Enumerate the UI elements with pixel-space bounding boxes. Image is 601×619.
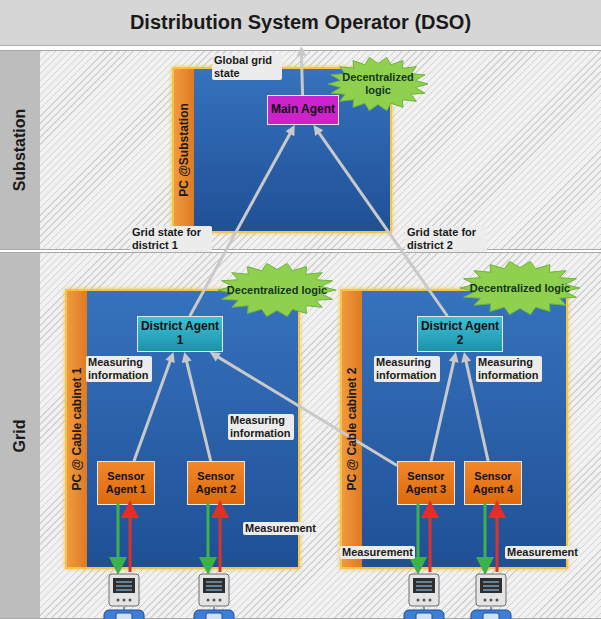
pc-strip: PC @ Cable cabinet 2: [342, 291, 362, 567]
connector: [182, 352, 211, 461]
node-text: District Agent 1: [138, 320, 222, 348]
node-text: Grid: [11, 419, 29, 452]
burst-outline: [460, 261, 580, 314]
agent-box: Sensor Agent 2: [187, 461, 245, 505]
measurement-label: Measurement: [340, 546, 415, 559]
agent-box: Sensor Agent 3: [397, 461, 455, 505]
burst-outline: [218, 263, 336, 316]
arrow-head: [210, 352, 221, 361]
arrow-head: [461, 352, 471, 363]
arrow-head: [449, 352, 459, 363]
edge-label: Grid state for district 1: [130, 226, 212, 252]
arrow-head: [314, 125, 324, 136]
connector-line: [217, 356, 397, 465]
edge-label: Global grid state: [212, 54, 282, 80]
meter-and-clamp: [194, 503, 234, 619]
level-band: Substation PC @Substation Main Agent Decent…: [0, 50, 601, 250]
header-band: Distribution System Operator (DSO): [0, 0, 601, 46]
arrow-head: [286, 125, 295, 136]
edge-label-holder: Global grid state: [212, 54, 282, 81]
node-text: Substation: [11, 109, 29, 192]
edge-label-holder: Measuring information: [228, 414, 294, 441]
node-text: Sensor Agent 1: [98, 470, 154, 495]
connector-line: [190, 132, 291, 316]
edge-label-holder: Grid state for district 2: [405, 226, 487, 253]
connector: [210, 352, 397, 465]
node-text: District Agent 2: [418, 320, 502, 348]
edge-label: Measuring information: [228, 414, 294, 440]
logic-burst: Decentralized logic: [328, 57, 428, 111]
agent-box: District Agent 2: [417, 316, 503, 352]
agent-box: Sensor Agent 4: [464, 461, 522, 505]
connector-line: [318, 132, 447, 316]
edge-label-holder: Measuring information: [86, 356, 152, 383]
label-holder: Measurement: [340, 542, 415, 560]
edge-label: Measuring information: [86, 356, 152, 382]
pc-box: PC @ Cable cabinet 2 District Agent 2 Sens…: [340, 289, 568, 569]
node-text: Sensor Agent 4: [465, 470, 521, 495]
burst-outline: [328, 57, 428, 110]
label-holder: Measurement: [505, 542, 580, 560]
edge-label: Measuring information: [374, 356, 440, 382]
pc-strip: PC @ Cable cabinet 1: [67, 291, 87, 567]
pc-strip: PC @Substation: [174, 69, 194, 231]
node-text: Sensor Agent 3: [398, 470, 454, 495]
logic-burst: Decentralized logic: [460, 261, 580, 315]
meter-and-clamp: [471, 503, 511, 619]
edge-label: Grid state for district 2: [405, 226, 487, 252]
connector-line: [186, 360, 210, 461]
edge-label-holder: Grid state for district 1: [130, 226, 212, 253]
node-text: PC @ Cable cabinet 1: [70, 367, 84, 490]
node-text: Decentralized logic: [227, 284, 327, 297]
node-text: PC @ Cable cabinet 2: [345, 367, 359, 490]
band-label-column: Grid: [0, 253, 40, 618]
measurement-label: Measurement: [243, 522, 318, 535]
connector: [296, 46, 306, 95]
arrow-head: [165, 352, 174, 363]
connector-line: [301, 54, 302, 95]
connector: [190, 125, 295, 316]
node-text: Sensor Agent 2: [188, 470, 244, 495]
node-text: Decentralized logic: [328, 71, 428, 96]
agent-box: District Agent 1: [137, 316, 223, 352]
agent-box: Sensor Agent 1: [97, 461, 155, 505]
meter-and-clamp: [104, 503, 144, 619]
arrow-head: [296, 46, 306, 56]
arrow-head: [182, 352, 192, 363]
connector: [314, 125, 448, 316]
node-text: Decentralized logic: [470, 282, 570, 295]
node-text: Distribution System Operator (DSO): [130, 11, 471, 34]
edge-label-holder: Measuring information: [374, 356, 440, 383]
level-band: Grid PC @ Cable cabinet 1 District Agent 1…: [0, 252, 601, 619]
measurement-label: Measurement: [505, 546, 580, 559]
label-holder: Measurement: [243, 518, 318, 536]
logic-burst: Decentralized logic: [218, 263, 336, 317]
band-label-column: Substation: [0, 51, 40, 249]
edge-label-holder: Measuring information: [476, 356, 542, 383]
edge-label: Measuring information: [476, 356, 542, 382]
node-text: PC @Substation: [177, 103, 191, 197]
meter-and-clamp: [404, 503, 444, 619]
agent-box: Main Agent: [267, 95, 339, 125]
node-text: Main Agent: [271, 103, 335, 117]
